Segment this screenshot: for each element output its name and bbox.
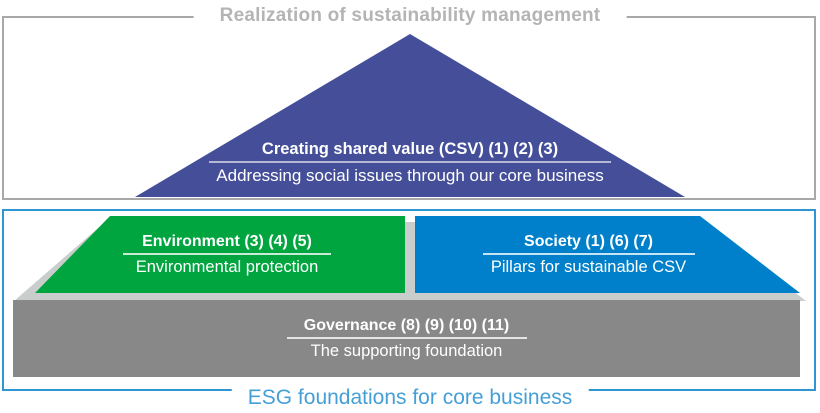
society-subtitle: Pillars for sustainable CSV (490, 258, 687, 276)
society-heading: Society (1) (6) (7) (524, 233, 653, 250)
realization-title: Realization of sustainability management (193, 2, 627, 29)
environment-subtitle: Environmental protection (135, 258, 319, 276)
governance-heading: Governance (8) (9) (10) (11) (303, 317, 510, 334)
governance-divider (286, 337, 527, 339)
csv-heading: Creating shared value (CSV) (1) (2) (3) (261, 140, 559, 158)
governance-bar: Governance (8) (9) (10) (11) The support… (13, 300, 800, 377)
csv-divider (209, 161, 611, 163)
esg-title: ESG foundations for core business (231, 384, 589, 412)
csv-subtitle: Addressing social issues through our cor… (216, 166, 604, 185)
environment-heading: Environment (3) (4) (5) (142, 233, 312, 250)
governance-subtitle: The supporting foundation (310, 342, 503, 360)
society-divider (482, 253, 695, 255)
environment-divider (123, 253, 331, 255)
